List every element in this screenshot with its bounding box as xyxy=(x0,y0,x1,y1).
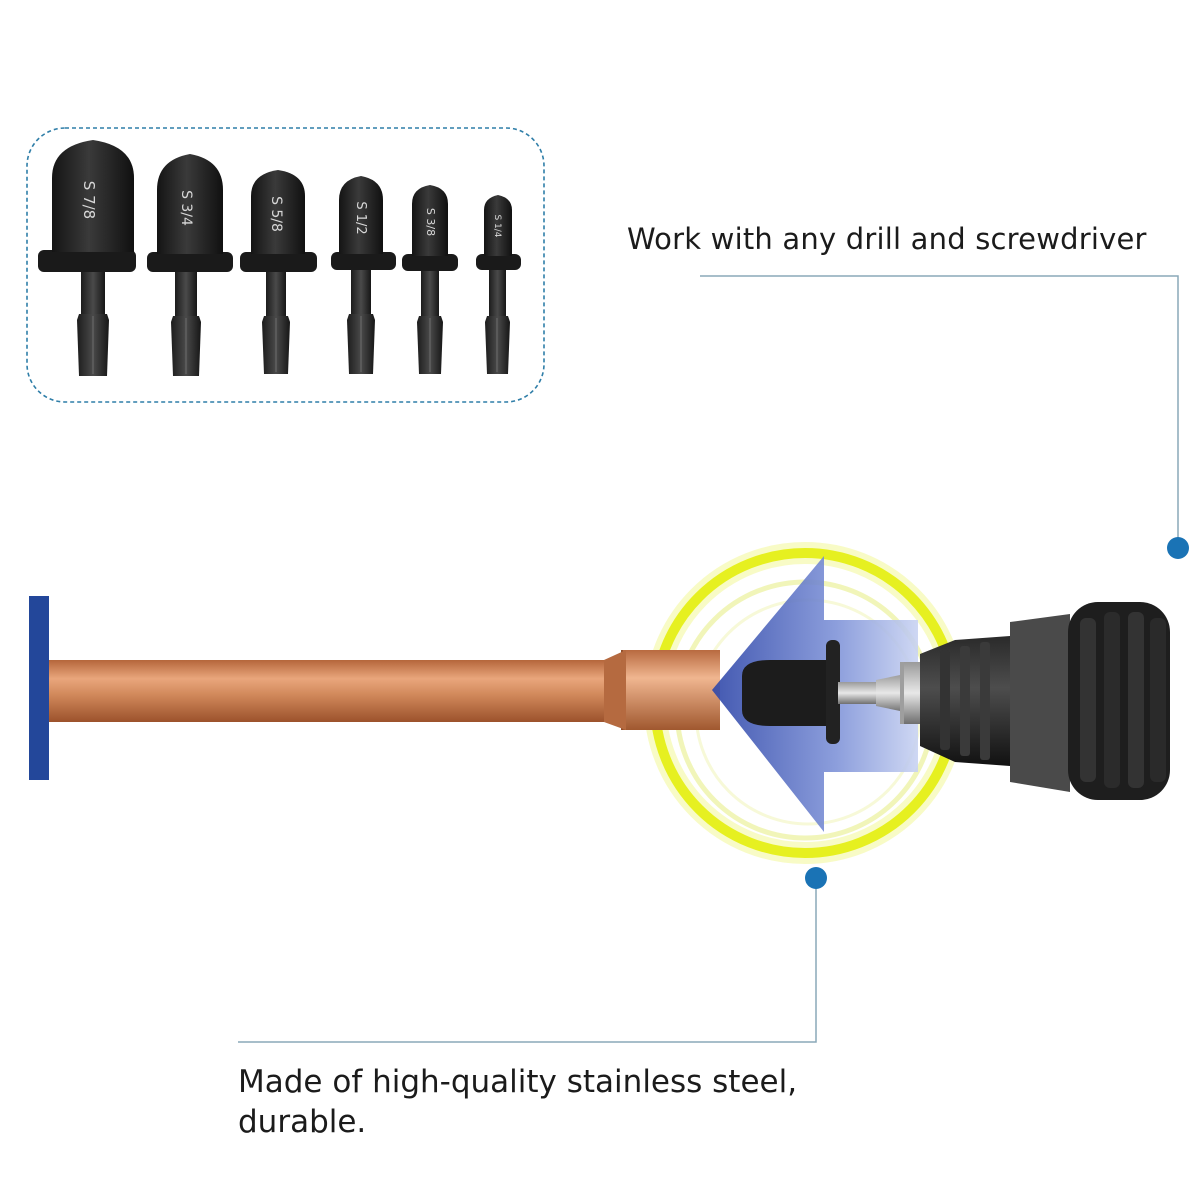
flaring-bit-5-8: S 5/8 xyxy=(240,170,317,374)
flaring-bit-1-4: S 1/4 xyxy=(476,195,521,374)
bit-label: S 3/8 xyxy=(424,208,437,236)
bit-label: S 1/4 xyxy=(492,214,502,237)
flaring-bit-1-2: S 1/2 xyxy=(331,176,396,374)
flaring-bit-3-4: S 3/4 xyxy=(147,154,233,376)
bit-label: S 3/4 xyxy=(178,190,194,226)
pipe-clamp xyxy=(29,596,49,780)
callout-dot xyxy=(805,867,827,889)
drill-chuck xyxy=(920,602,1170,800)
bit-label: S 1/2 xyxy=(353,201,368,234)
copper-pipe xyxy=(48,650,720,730)
flaring-bit-3-8: S 3/8 xyxy=(402,185,458,374)
callout-dot xyxy=(1167,537,1189,559)
callout-drill-compatibility: Work with any drill and screwdriver xyxy=(627,222,1147,256)
callout-material-line2: durable. xyxy=(238,1104,367,1140)
callout-line-drill xyxy=(700,275,1189,559)
bit-set-frame xyxy=(26,127,545,403)
flaring-bit-7-8: S 7/8 xyxy=(38,140,136,376)
bit-label: S 5/8 xyxy=(268,196,284,232)
bit-label: S 7/8 xyxy=(80,181,98,219)
mounted-flaring-bit xyxy=(742,640,924,744)
callout-material-line1: Made of high-quality stainless steel, xyxy=(238,1064,798,1100)
callout-material: Made of high-quality stainless steel, du… xyxy=(238,1062,938,1142)
callout-line-material xyxy=(238,867,827,1043)
